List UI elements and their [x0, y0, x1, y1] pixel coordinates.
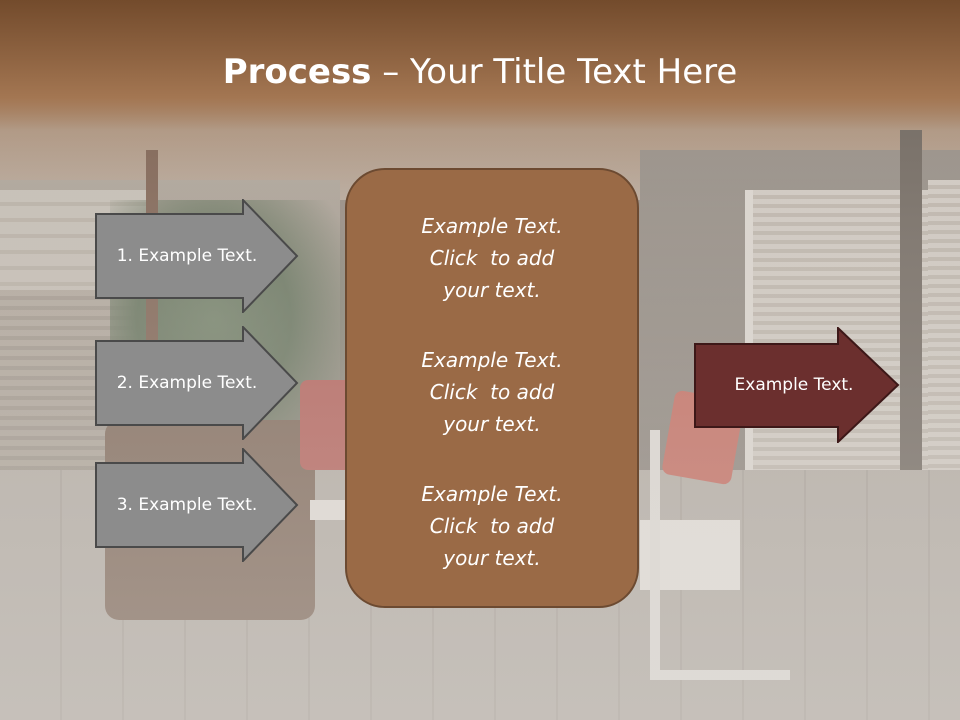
placeholder-line: Example Text. — [421, 482, 563, 506]
placeholder-line: Click to add — [429, 246, 555, 270]
placeholder-line: Click to add — [429, 514, 555, 538]
process-arrow-3[interactable]: 3. Example Text. — [95, 448, 299, 562]
text-placeholder-2[interactable]: Example Text. Click to add your text. — [362, 344, 622, 440]
title-bold: Process — [222, 52, 372, 92]
process-arrow-label: 1. Example Text. — [116, 246, 258, 266]
output-arrow-label: Example Text. — [734, 375, 854, 395]
slide-title[interactable]: Process – Your Title Text Here — [0, 52, 960, 92]
placeholder-line: your text. — [443, 412, 541, 436]
placeholder-line: Example Text. — [421, 348, 563, 372]
process-arrow-2[interactable]: 2. Example Text. — [95, 326, 299, 440]
placeholder-line: your text. — [443, 546, 541, 570]
title-rest: – Your Title Text Here — [371, 52, 738, 92]
text-placeholder-1[interactable]: Example Text. Click to add your text. — [362, 210, 622, 306]
text-placeholder-3[interactable]: Example Text. Click to add your text. — [362, 478, 622, 574]
process-arrow-label: 2. Example Text. — [116, 373, 258, 393]
process-arrow-1[interactable]: 1. Example Text. — [95, 199, 299, 313]
process-arrow-label: 3. Example Text. — [116, 495, 258, 515]
title-band — [0, 0, 960, 130]
placeholder-line: Click to add — [429, 380, 555, 404]
placeholder-line: Example Text. — [421, 214, 563, 238]
output-arrow[interactable]: Example Text. — [694, 327, 900, 443]
center-text-box[interactable]: Example Text. Click to add your text. Ex… — [345, 168, 639, 608]
placeholder-line: your text. — [443, 278, 541, 302]
